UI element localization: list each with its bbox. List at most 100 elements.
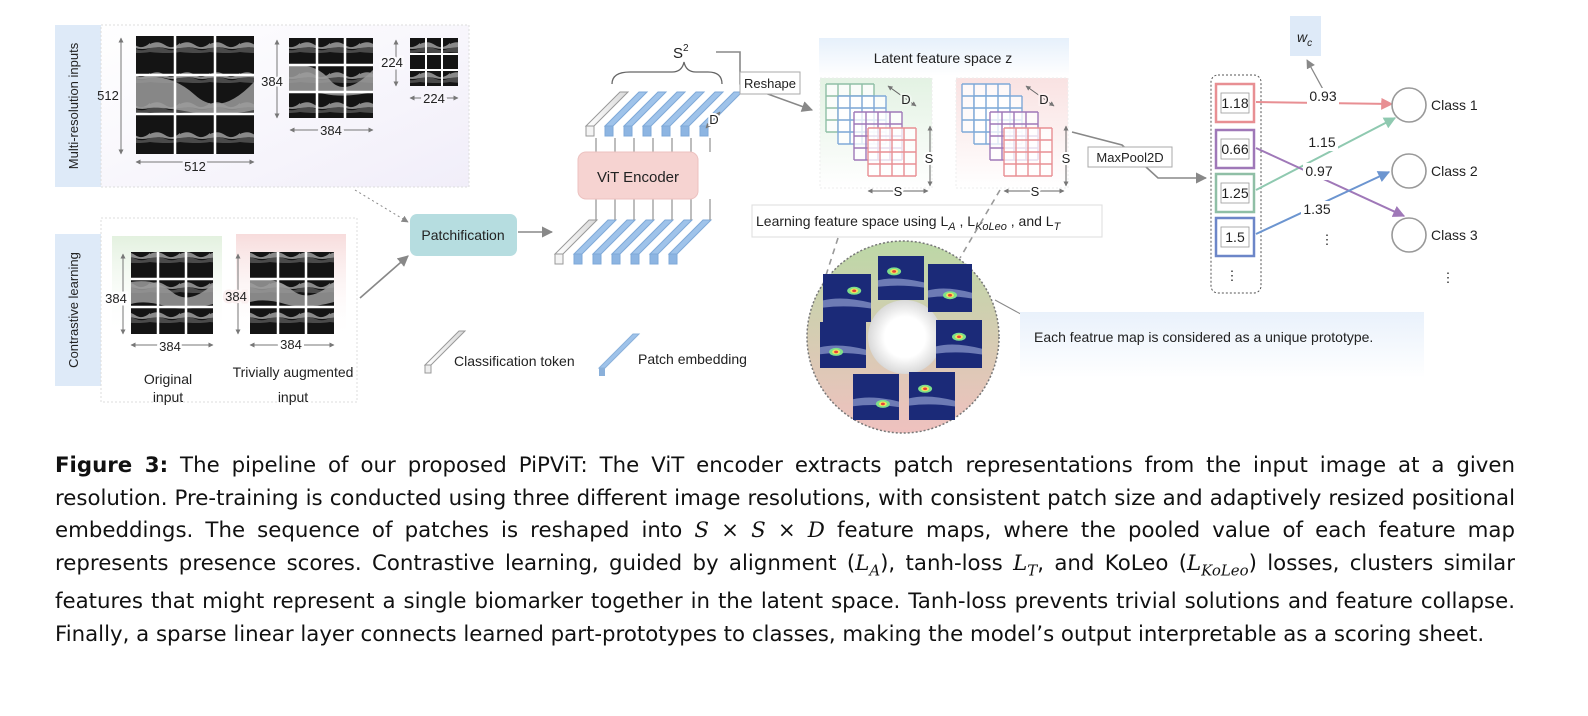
s-label-right-h: S <box>1031 184 1040 199</box>
top-cls-token <box>584 91 630 137</box>
class-nodes: Class 1 Class 2 Class 3 <box>1391 87 1478 253</box>
caption-text-4: , and KoLeo ( <box>1037 550 1188 576</box>
dim-224-horizontal: 224 <box>423 91 445 106</box>
token-connectors <box>595 138 711 220</box>
reshape-box <box>739 71 801 95</box>
learning-box <box>751 204 1103 238</box>
reshape-arrow <box>716 51 814 112</box>
oct-image-224 <box>410 38 458 86</box>
weight-bg <box>1303 163 1335 180</box>
caption-math-la: LA <box>855 550 881 579</box>
caption-math-lk: LKoLeo <box>1187 550 1249 579</box>
original-caption-1: Original <box>144 371 192 387</box>
d-label-left: D <box>901 92 910 107</box>
figure-caption: Figure 3: The pipeline of our proposed P… <box>55 450 1515 651</box>
dim-512-horizontal: 512 <box>184 159 206 174</box>
prototype-center <box>868 300 942 374</box>
maxpool-box <box>1087 146 1173 168</box>
learning-text: Learning feature space using LA , LKoLeo… <box>756 213 1062 233</box>
caption-text-3: ), tanh-loss <box>880 550 1014 576</box>
dim-384-original-h: 384 <box>159 339 181 354</box>
prototype-note-bg <box>1020 312 1424 378</box>
prototype-heatmap <box>928 264 972 312</box>
feature-map-left-3 <box>867 127 917 177</box>
oct-image-384 <box>289 38 373 118</box>
bottom-patch-token <box>648 219 694 265</box>
top-patch-token <box>641 91 687 137</box>
top-patch-token <box>679 91 725 137</box>
top-patch-token <box>660 91 706 137</box>
bottom-patch-token <box>572 219 618 265</box>
multi-to-patch-arrow <box>354 189 409 223</box>
top-patch-token <box>698 91 744 137</box>
d-arrow <box>705 111 721 129</box>
legend-patch-icon <box>597 333 641 376</box>
weight-value: 1.35 <box>1303 201 1330 217</box>
prototype-heatmaps <box>820 256 982 420</box>
bottom-patch-token <box>667 219 713 265</box>
augmented-caption-2: input <box>278 389 308 405</box>
wc-arrow <box>1306 59 1326 94</box>
class-node <box>1391 153 1427 189</box>
class-label: Class 3 <box>1431 227 1478 243</box>
prototype-heatmap <box>878 256 924 300</box>
score-value-box <box>1220 138 1250 160</box>
s2-label: S2 <box>673 43 689 62</box>
weight-value: 0.97 <box>1305 163 1332 179</box>
legend-cls-token: Classification token <box>454 353 575 369</box>
oct-image-original <box>131 252 213 334</box>
dim-512-vertical: 512 <box>97 88 119 103</box>
edge-3-1 <box>1255 117 1397 191</box>
prototype-note: Each featrue map is considered as a uniq… <box>1034 329 1373 345</box>
weight-bg <box>1306 134 1338 151</box>
score-value-box <box>1220 92 1250 114</box>
feature-map-right-3 <box>1003 127 1053 177</box>
prototype-heatmap <box>823 274 871 322</box>
d-label-right: D <box>1039 92 1048 107</box>
s2-brace <box>611 61 723 85</box>
legend-patch: Patch embedding <box>638 351 747 367</box>
original-caption-2: input <box>153 389 183 405</box>
augmented-caption-1: Trivially augmented <box>233 364 354 380</box>
top-patch-token <box>603 91 649 137</box>
score-boxes: 1.180.661.251.5 <box>1214 82 1256 258</box>
latent-title: Latent feature space z <box>874 50 1013 66</box>
dim-384-augmented-h: 384 <box>280 337 302 352</box>
s-label-right-v: S <box>1062 151 1071 166</box>
dim-384-vertical: 384 <box>261 74 283 89</box>
legend-cls-token-icon <box>423 330 467 374</box>
weight-bg <box>1301 201 1333 218</box>
latent-dimension-labels: D D S S S S <box>867 85 1073 201</box>
score-value: 0.66 <box>1221 141 1248 157</box>
reshape-label: Reshape <box>744 76 796 91</box>
bottom-patch-token <box>610 219 656 265</box>
multi-resolution-label-bg <box>55 25 101 187</box>
class-label: Class 2 <box>1431 163 1478 179</box>
oct-image-augmented <box>250 252 334 334</box>
weight-value: 1.15 <box>1308 134 1335 150</box>
caption-math-lt: LT <box>1013 550 1038 579</box>
caption-label: Figure 3: <box>55 453 169 478</box>
wc-label: wc <box>1297 29 1312 49</box>
weight-bg <box>1307 88 1339 105</box>
contrastive-label: Contrastive learning <box>66 252 81 368</box>
s-label-left-h: S <box>894 184 903 199</box>
caption-text-2: feature maps, where the pooled value of … <box>55 518 1515 576</box>
score-value: 1.25 <box>1221 185 1248 201</box>
bottom-cls-token <box>553 219 599 265</box>
maxpool-label: MaxPool2D <box>1096 150 1163 165</box>
s-label-left-v: S <box>925 151 934 166</box>
patchification-box <box>410 214 517 256</box>
vit-encoder-label: ViT Encoder <box>597 169 679 186</box>
caption-text-5: ) losses, clusters similar features that… <box>55 550 1515 647</box>
token-row-top <box>584 91 744 137</box>
prototype-heatmap <box>853 374 899 420</box>
class-node <box>1391 87 1427 123</box>
vit-encoder-box <box>577 151 699 200</box>
oct-image-512 <box>136 36 254 154</box>
class-label: Class 1 <box>1431 97 1478 113</box>
weights-ellipsis: ⋮ <box>1321 232 1334 247</box>
prototype-heatmap <box>909 372 955 420</box>
caption-math-ssd: S × S × D <box>694 518 825 543</box>
contrastive-label-bg <box>55 234 101 386</box>
